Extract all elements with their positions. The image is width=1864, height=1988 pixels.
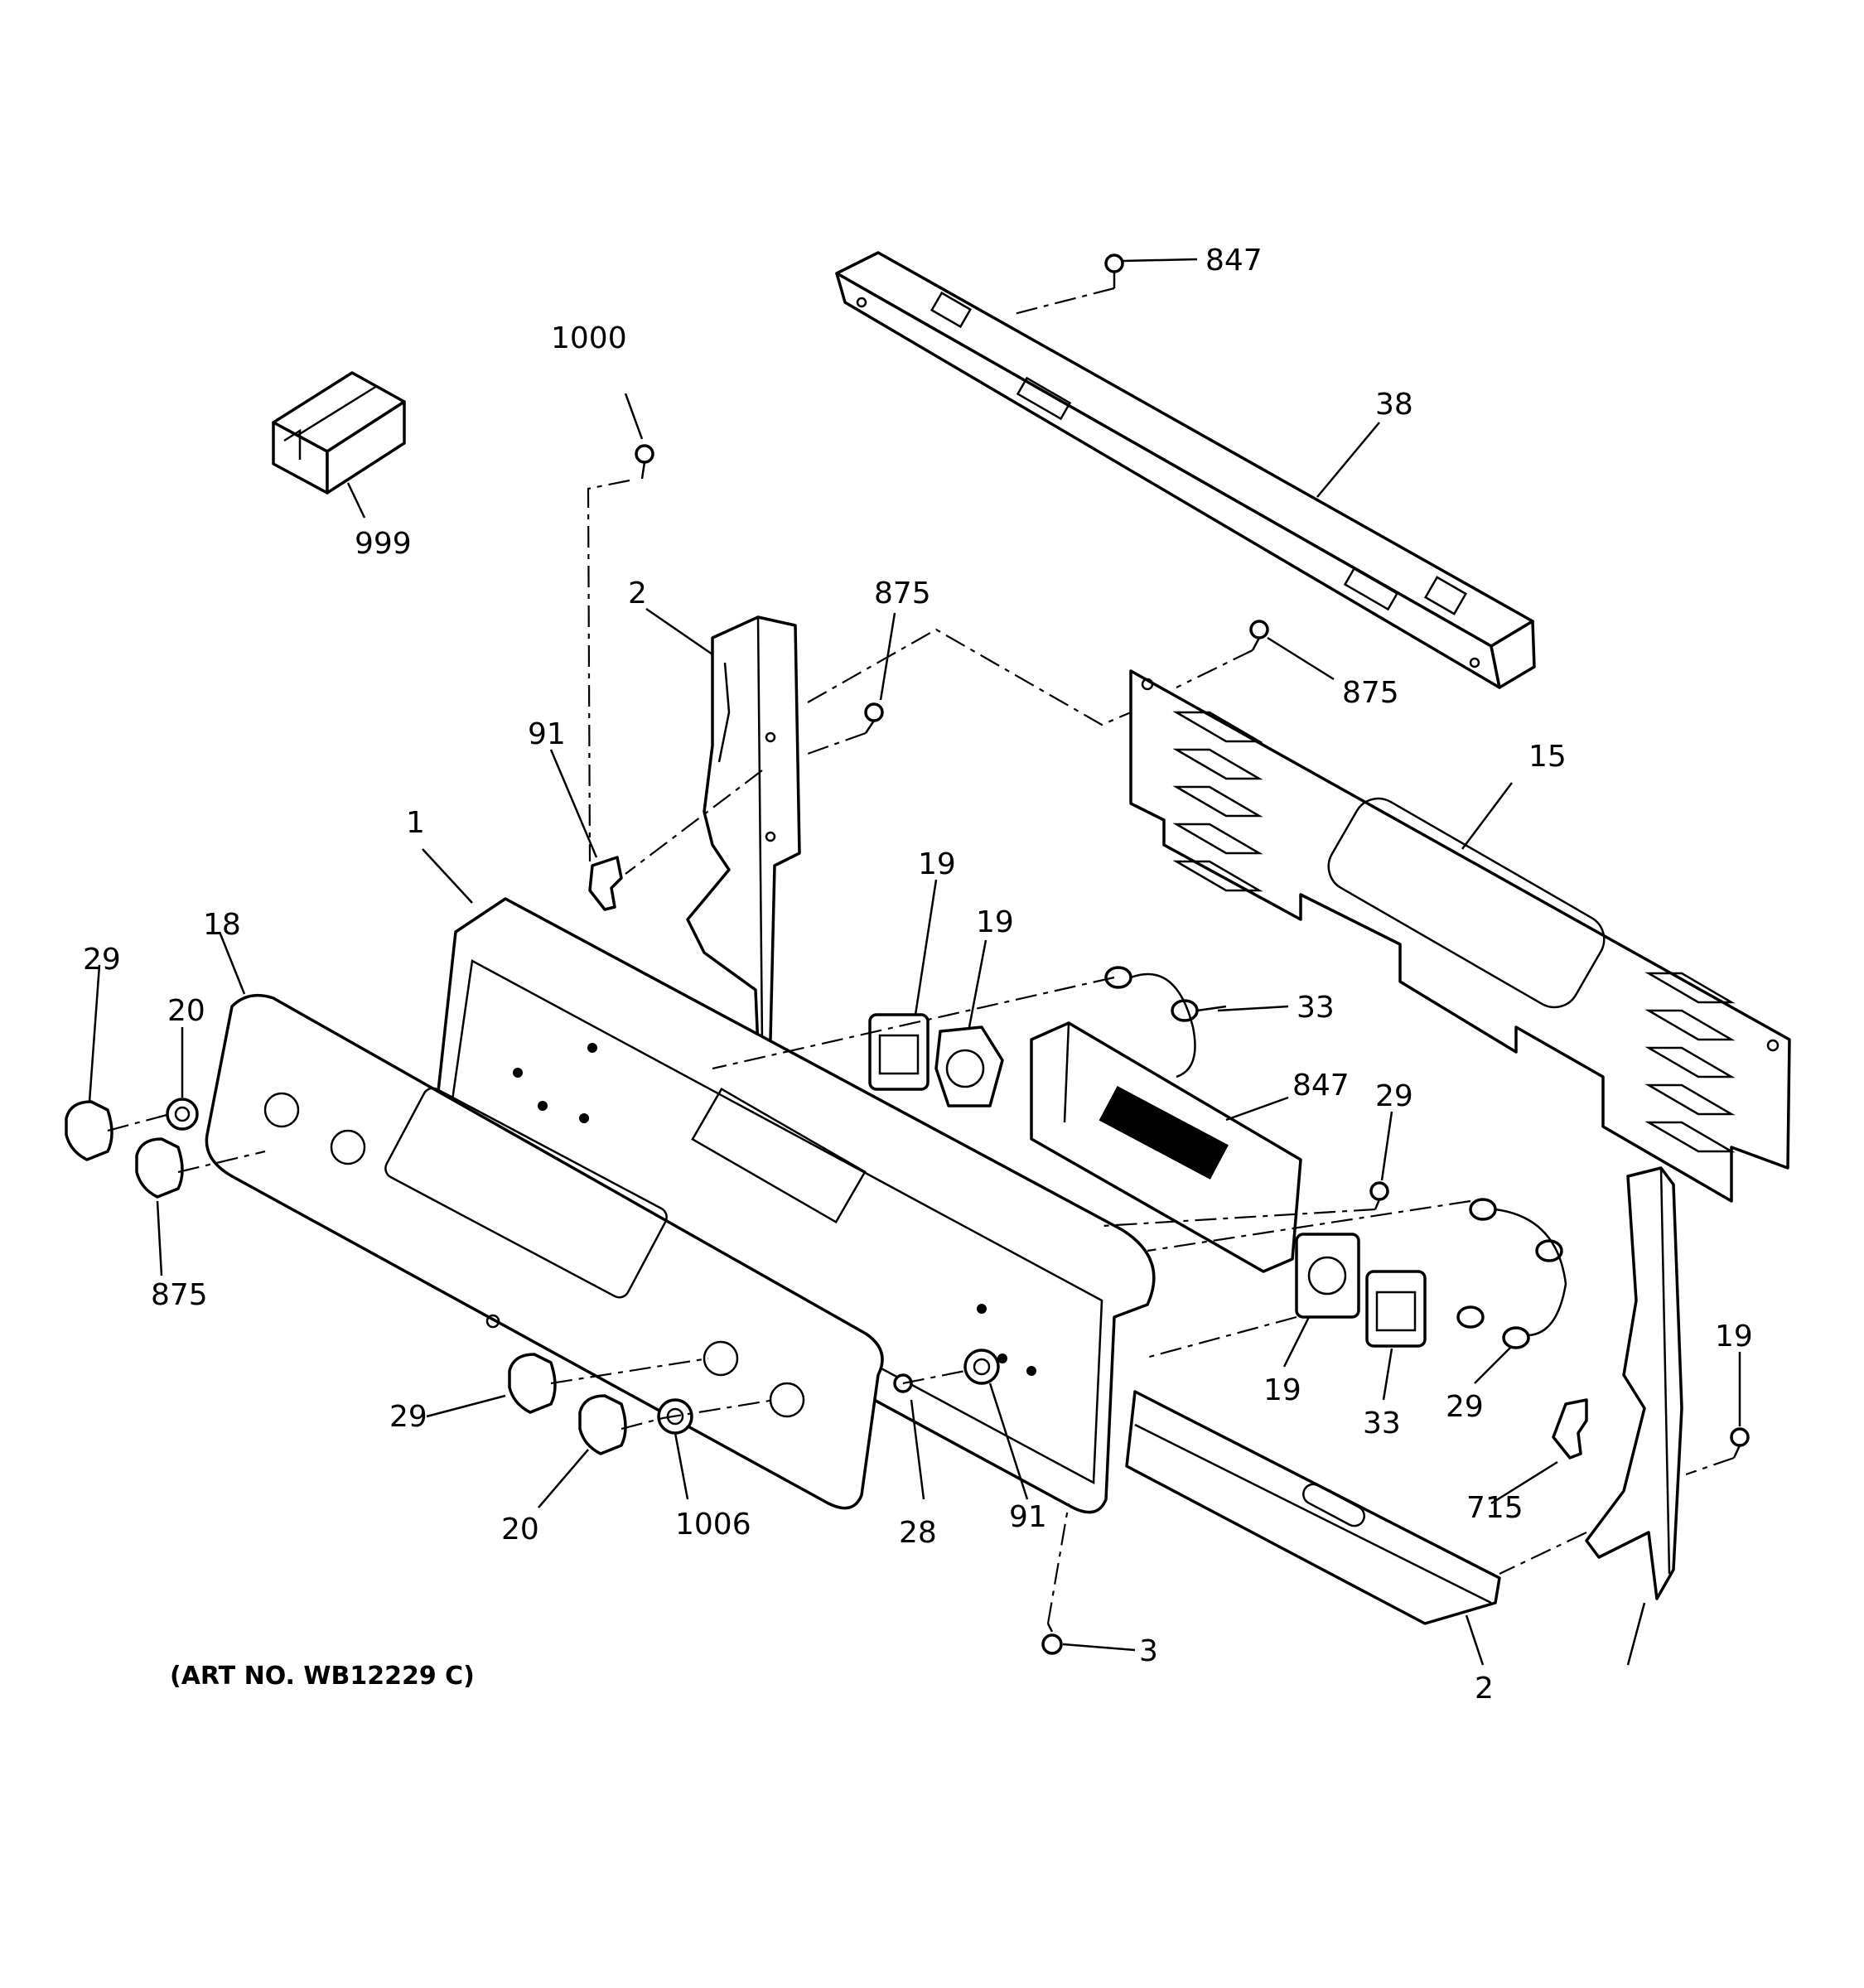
part-875-screw-upper: [864, 702, 884, 734]
callout-19-c: 19: [1263, 1373, 1301, 1407]
callout-labels: 847 38 1000 999 2 875 875 15 91 1 19 19 …: [83, 244, 1753, 1706]
part-16-control-board: [1030, 1021, 1302, 1273]
part-1000-screw: [635, 444, 654, 480]
callout-19-d: 33: [1363, 1407, 1401, 1440]
callout-1000: 1000: [551, 321, 627, 355]
callout-91-left: 91: [528, 717, 566, 751]
part-875-screw-right-lower: [1730, 1427, 1750, 1459]
callout-33-upper: 33: [1297, 991, 1335, 1025]
part-2-left-side-bracket: [686, 615, 801, 1049]
callout-29-b: 875: [151, 1278, 208, 1312]
callout-18: 18: [203, 908, 241, 942]
part-33-harness-lower: [1456, 1198, 1567, 1349]
callout-19-a: 19: [918, 847, 956, 881]
part-28-nut: [963, 1349, 1000, 1385]
part-19-switch-d: [1365, 1270, 1427, 1348]
callout-29-c: 29: [389, 1400, 427, 1434]
part-847-screw-mid: [1369, 1181, 1389, 1210]
part-1-frame-holes: [513, 1043, 1036, 1376]
callout-91-right: 715: [1466, 1491, 1524, 1525]
callout-875-right-lower: 19: [1715, 1320, 1753, 1353]
part-999-box: [272, 371, 406, 495]
part-29-knob-c: [508, 1353, 557, 1414]
part-20-bezel-left: [166, 1098, 199, 1131]
part-15-rear-panel: [1129, 669, 1791, 1203]
callout-29-a: 29: [83, 943, 121, 977]
callout-847-top: 847: [1205, 244, 1263, 277]
part-715-screw: [1041, 1623, 1063, 1655]
part-19-switch-b: [934, 1025, 1004, 1107]
part-875-screw-right-upper: [1249, 620, 1269, 651]
callout-15: 15: [1528, 740, 1567, 774]
part-19-switch-c: [1295, 1233, 1360, 1319]
part-18-faceplate: [205, 993, 884, 1510]
part-3-bottom-trim: [1125, 1390, 1501, 1625]
callout-3: 2: [1475, 1672, 1494, 1706]
callout-1: 1: [406, 806, 425, 840]
part-19-switch-a: [868, 1013, 930, 1091]
callout-2-left: 2: [628, 577, 647, 610]
callout-875-right-upper: 875: [1342, 676, 1399, 710]
callout-847-mid: 29: [1375, 1079, 1413, 1113]
callout-28: 91: [1009, 1500, 1047, 1534]
part-15-vent-louvers: [1172, 711, 1736, 1153]
part-33-harness-upper: [1104, 966, 1227, 1078]
callout-16: 847: [1292, 1069, 1350, 1103]
part-847-screw-top: [1104, 253, 1124, 288]
part-2-right-side-bracket: [1585, 1166, 1683, 1600]
assembly-lines: [107, 287, 1735, 1624]
callout-875-upper: 875: [874, 577, 931, 610]
part-91-right-clip: [1552, 1398, 1588, 1460]
callout-38: 38: [1375, 388, 1413, 422]
callout-999: 999: [355, 527, 412, 561]
callout-20-left: 20: [167, 994, 205, 1028]
callout-715: 3: [1139, 1634, 1158, 1668]
callout-19-b: 19: [976, 905, 1014, 939]
callout-20-bottom: 1006: [675, 1508, 751, 1542]
part-38-top-rail: [835, 251, 1536, 689]
leader-lines: [88, 258, 1741, 1666]
part-91-left-clip: [588, 856, 623, 911]
part-29-knob-a: [65, 1100, 113, 1161]
part-29-knob-b: [135, 1137, 184, 1199]
callout-33-lower: 29: [1446, 1390, 1484, 1424]
callout-29-d: 20: [501, 1513, 539, 1546]
callout-1006: 28: [899, 1516, 937, 1550]
part-29-knob-d: [578, 1394, 627, 1455]
art-number: (ART NO. WB12229 C): [170, 1662, 475, 1691]
